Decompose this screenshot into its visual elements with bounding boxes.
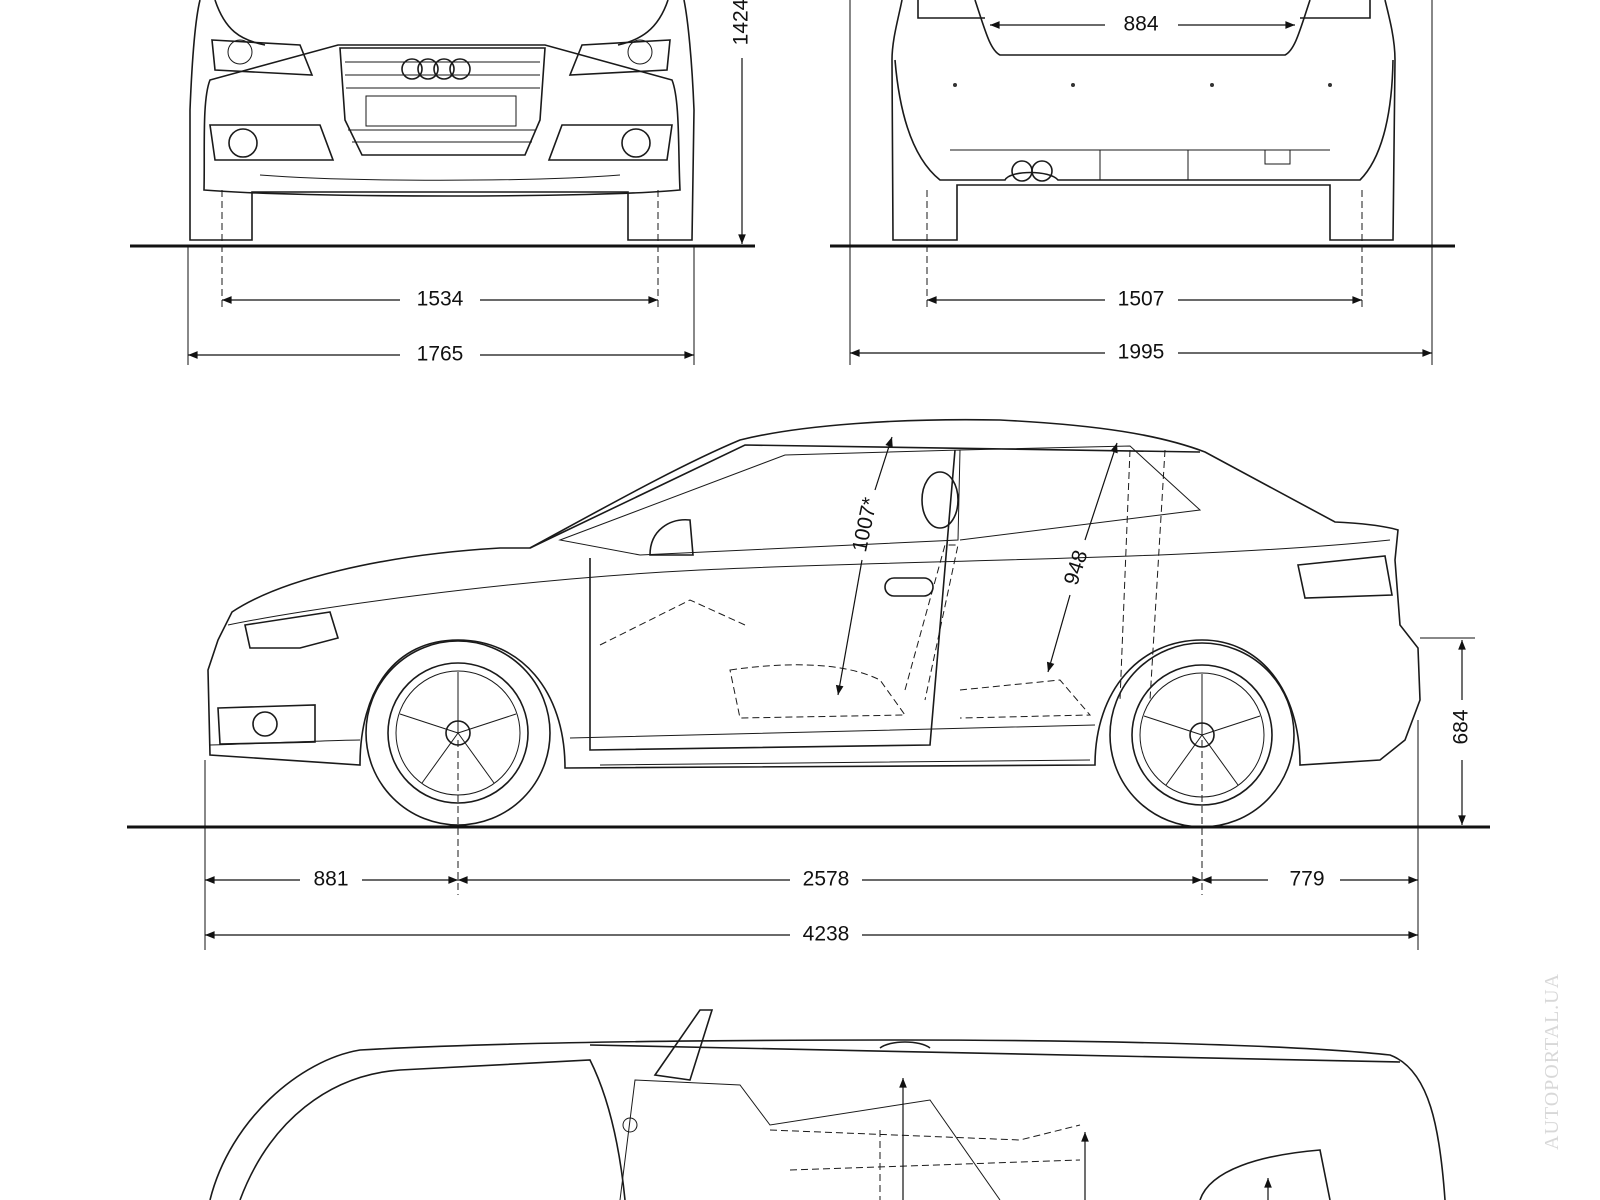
side-view: 1007* 948 684 881 2578 779 4238 (127, 418, 1490, 950)
trunk-opening-label: 884 (1123, 13, 1158, 36)
audi-rings-logo (401, 58, 471, 80)
taillight (1297, 555, 1393, 599)
rear-view: 884 1507 1995 (830, 0, 1455, 365)
wheelbase-label: 2578 (803, 868, 850, 891)
watermark: AUTOPORTAL.UA (1541, 973, 1563, 1150)
door-handle (884, 577, 934, 597)
height-label: 1424 (730, 0, 753, 45)
rear-overhang-label: 779 (1289, 868, 1324, 891)
mirror-width-label: 1995 (1118, 341, 1165, 364)
loading-height-label: 684 (1450, 709, 1473, 744)
rear-headroom-label: 948 (1060, 547, 1093, 587)
front-headroom-label: 1007* (848, 496, 882, 554)
grille (339, 47, 546, 156)
rear-track-label: 1507 (1118, 288, 1165, 311)
front-wheel (365, 640, 551, 826)
front-overhang-label: 881 (313, 868, 348, 891)
headlight (244, 611, 340, 649)
front-view: 1534 1765 1424 (130, 0, 755, 366)
open-door (653, 1009, 714, 1081)
front-track-label: 1534 (417, 288, 464, 311)
top-view (209, 1009, 1446, 1200)
front-width-label: 1765 (417, 343, 464, 366)
mirror (649, 519, 694, 556)
length-label: 4238 (803, 923, 850, 946)
